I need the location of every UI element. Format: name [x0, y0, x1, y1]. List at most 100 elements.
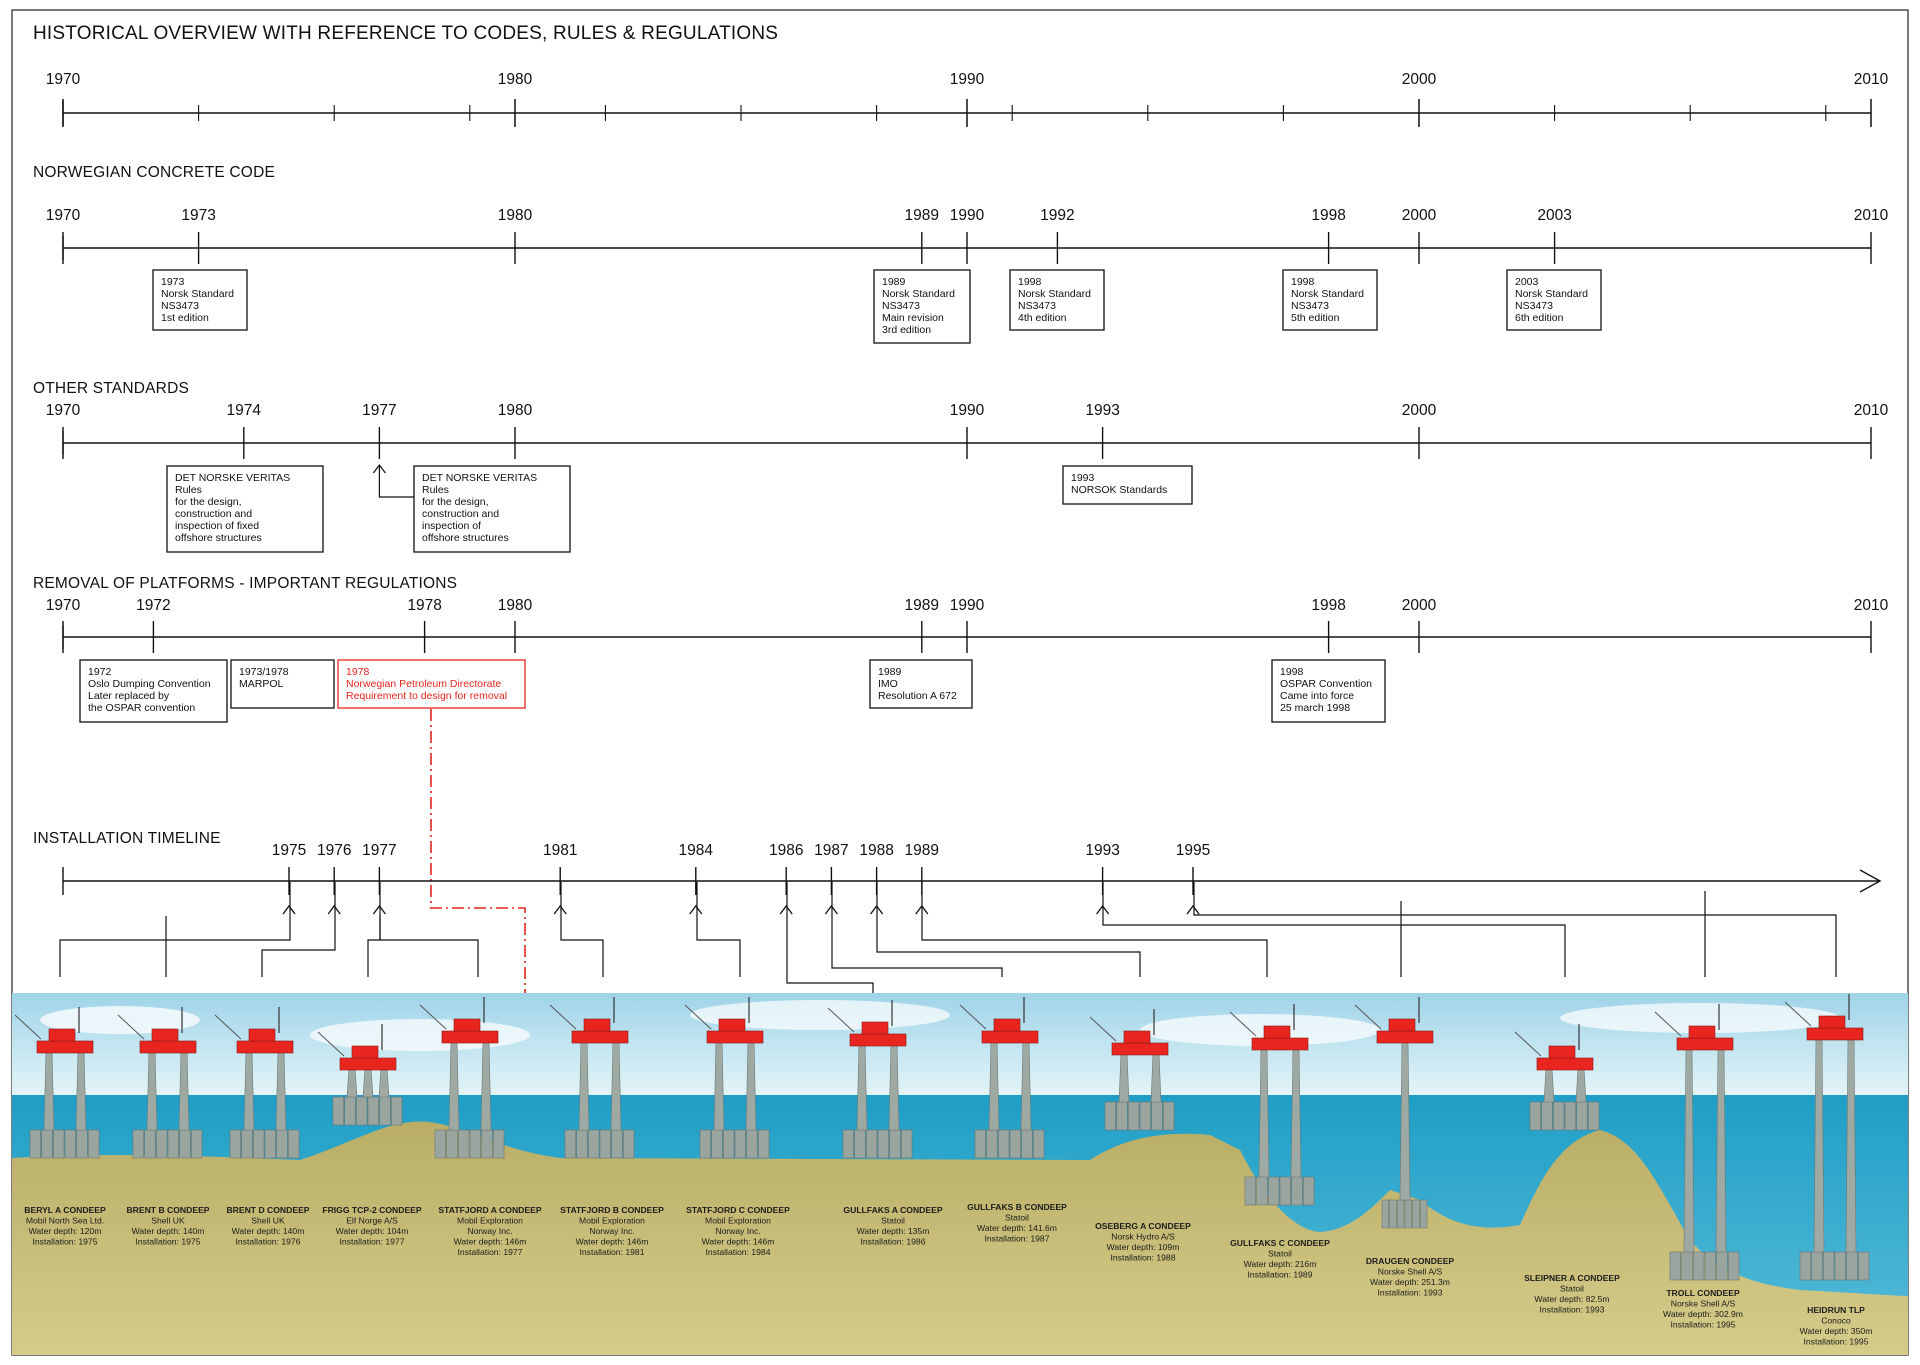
note-box-line: 1972: [88, 666, 112, 678]
platform-8: [827, 1000, 913, 1159]
year-label: 1980: [498, 71, 533, 88]
platform-illustrations: [14, 994, 1870, 1281]
section-title-other-standards: OTHER STANDARDS: [33, 380, 189, 397]
note-box-line: Came into force: [1280, 690, 1354, 702]
crane-boom: [1354, 1004, 1382, 1030]
year-label: 1993: [1085, 842, 1119, 859]
caisson-cell: [332, 1096, 344, 1126]
platform-leg: [43, 1050, 55, 1131]
platform-label-line: Norway Inc.: [715, 1226, 760, 1236]
year-label: 1990: [950, 402, 985, 419]
caisson-cell: [1256, 1176, 1268, 1206]
note-box-line: Main revision: [882, 312, 944, 324]
note-box-line: NS3473: [161, 300, 199, 312]
platform-label-line: BRENT D CONDEEP: [226, 1205, 309, 1215]
platform-deck: [1676, 1037, 1734, 1051]
year-label: 1977: [362, 842, 396, 859]
note-box-line: 1978: [346, 666, 370, 678]
caisson-cell: [986, 1129, 998, 1159]
note-box-line: 1998: [1291, 276, 1315, 288]
platform-label-line: Water depth: 216m: [1244, 1259, 1317, 1269]
platform-leg: [1715, 1047, 1727, 1253]
platform-4: [317, 1024, 403, 1126]
install-arrow-head: [282, 904, 296, 915]
axis-arrow-head: [1859, 869, 1882, 893]
platform-deck: [139, 1040, 197, 1054]
caisson-cell: [144, 1129, 156, 1159]
platform-module: [1818, 1015, 1846, 1029]
platform-deck: [981, 1030, 1039, 1044]
platform-label-line: Installation: 1995: [1671, 1320, 1736, 1330]
caisson-cell: [599, 1129, 611, 1159]
platform-leg: [1399, 1040, 1411, 1201]
note-box-line: 6th edition: [1515, 312, 1564, 324]
platform-deck: [1251, 1037, 1309, 1051]
caisson-cell: [1823, 1251, 1835, 1281]
platform-leg: [1258, 1047, 1270, 1178]
install-connector: [1102, 906, 1566, 977]
note-box-line: DET NORSKE VERITAS: [175, 472, 290, 484]
platform-label-line: Installation: 1995: [1804, 1337, 1869, 1347]
year-label: 1975: [272, 842, 306, 859]
platform-module: [248, 1028, 276, 1042]
platform-12: [1354, 997, 1434, 1229]
platform-label-line: Water depth: 251.3m: [1370, 1277, 1450, 1287]
note-box-line: 4th edition: [1018, 312, 1067, 324]
caisson-cell: [179, 1129, 191, 1159]
platform-label-line: Installation: 1975: [33, 1237, 98, 1247]
install-arrow-head: [553, 904, 567, 915]
caisson-cell: [1128, 1101, 1140, 1131]
platform-deck: [1536, 1057, 1594, 1071]
platform-label-line: Installation: 1989: [1248, 1270, 1313, 1280]
year-label: 1998: [1311, 597, 1345, 614]
caisson-cell: [1104, 1101, 1116, 1131]
note-box-line: 1989: [878, 666, 902, 678]
year-label: 1998: [1311, 207, 1345, 224]
caisson-cell: [877, 1129, 889, 1159]
note-box-border: [1506, 269, 1602, 331]
note-box-border: [413, 465, 571, 553]
caisson-cell: [88, 1129, 100, 1159]
caisson-cell: [711, 1129, 723, 1159]
caisson-cell: [998, 1129, 1010, 1159]
platform-label-line: BERYL A CONDEEP: [24, 1205, 106, 1215]
platform-10: [1089, 1009, 1175, 1131]
caisson-cell: [1291, 1176, 1303, 1206]
platform-leg: [275, 1050, 287, 1131]
year-label: 1980: [498, 597, 533, 614]
year-label: 1993: [1085, 402, 1119, 419]
platform-leg: [178, 1050, 190, 1131]
platform-label-line: Mobil Exploration: [705, 1216, 771, 1226]
platform-label-line: Statoil: [881, 1216, 905, 1226]
platform-label-line: STATFJORD A CONDEEP: [438, 1205, 541, 1215]
note-box-line: Requirement to design for removal: [346, 690, 507, 702]
cloud: [1560, 1003, 1840, 1033]
platform-deck: [706, 1030, 764, 1044]
caisson-cell: [53, 1129, 65, 1159]
platform-label-line: Water depth: 302.9m: [1663, 1309, 1743, 1319]
platform-label-line: Water depth: 146m: [454, 1237, 527, 1247]
platform-label-line: DRAUGEN CONDEEP: [1366, 1256, 1455, 1266]
year-label: 1973: [181, 207, 215, 224]
caisson-cell: [1858, 1251, 1870, 1281]
install-connector: [1193, 906, 1837, 977]
caisson-cell: [1033, 1129, 1045, 1159]
platform-label-line: Norske Shell A/S: [1378, 1267, 1443, 1277]
platform-leg: [448, 1040, 460, 1131]
note-box-line: Norwegian Petroleum Directorate: [346, 678, 501, 690]
note-box-line: for the design,: [422, 496, 489, 508]
platform-label-line: Water depth: 140m: [232, 1226, 305, 1236]
year-label: 1995: [1176, 842, 1210, 859]
year-label: 2010: [1854, 71, 1889, 88]
caisson-cell: [156, 1129, 168, 1159]
caisson-cell: [611, 1129, 623, 1159]
caisson-cell: [76, 1129, 88, 1159]
caisson-cell: [1381, 1199, 1389, 1229]
platform-deck: [441, 1030, 499, 1044]
platform-deck: [1111, 1042, 1169, 1056]
platform-label-line: Statoil: [1268, 1249, 1292, 1259]
